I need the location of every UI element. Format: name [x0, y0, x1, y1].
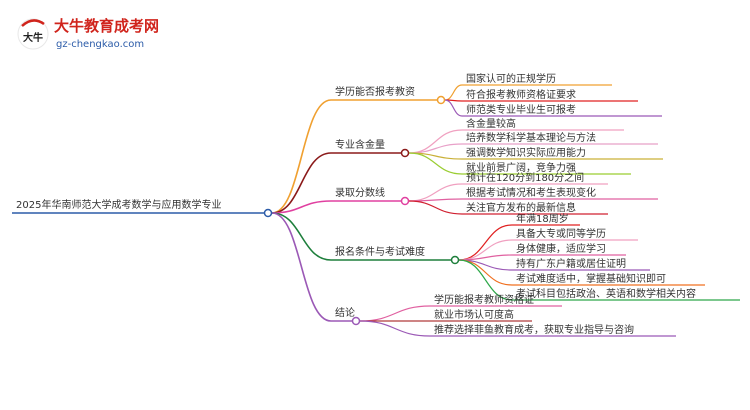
leaf-label: 师范类专业毕业生可报考 [466, 103, 576, 116]
brand-logo: 大牛 大牛教育成考网 gz-chengkao.com [17, 17, 159, 50]
edge-root-branch-2 [271, 152, 332, 214]
leaf-label: 预计在120分到180分之间 [466, 171, 584, 184]
brand-url: gz-chengkao.com [56, 39, 144, 50]
edge-branch-2-leaf-1 [408, 129, 463, 154]
leaf-label: 含金量较高 [466, 117, 516, 130]
edge-branch-4-leaf-6 [458, 259, 513, 301]
edge-branch-5-leaf-3 [359, 320, 431, 337]
leaf-label: 考试科目包括政治、英语和数学相关内容 [516, 287, 696, 300]
branch-label-5: 结论 [335, 306, 355, 319]
edge-branch-2-leaf-4 [408, 152, 463, 175]
edge-branch-1-leaf-3 [444, 99, 463, 117]
mindmap-nodes: 2025年华南师范大学成考数学与应用数学专业 学历能否报考教资 国家认可的正规学历符… [16, 72, 696, 336]
edge-branch-3-leaf-1 [408, 183, 463, 202]
branch-label-4: 报名条件与考试难度 [335, 245, 425, 258]
leaf-label: 国家认可的正规学历 [466, 72, 556, 85]
branch-label-3: 录取分数线 [335, 186, 385, 199]
edge-branch-1-leaf-1 [444, 84, 463, 101]
leaf-label: 身体健康，适应学习 [516, 242, 606, 255]
branch-toggle-3[interactable] [400, 196, 410, 206]
root-node-toggle[interactable] [263, 208, 273, 218]
edge-root-branch-5 [271, 212, 332, 322]
leaf-label: 持有广东户籍或居住证明 [516, 257, 626, 270]
branch-toggle-1[interactable] [436, 95, 446, 105]
edge-branch-5-leaf-1 [359, 305, 431, 322]
leaf-label: 根据考试情况和考生表现变化 [466, 186, 596, 199]
leaf-label: 就业市场认可度高 [434, 308, 514, 321]
root-node-label: 2025年华南师范大学成考数学与应用数学专业 [16, 198, 221, 211]
edge-branch-4-leaf-3 [458, 254, 513, 261]
leaf-label: 强调数学知识实际应用能力 [466, 146, 586, 159]
branch-toggle-4[interactable] [450, 255, 460, 265]
logo-mark-icon: 大牛 [17, 18, 49, 50]
edge-branch-4-leaf-5 [458, 259, 513, 286]
leaf-label: 关注官方发布的最新信息 [466, 201, 576, 214]
edge-root-branch-4 [271, 212, 332, 261]
branch-label-2: 专业含金量 [335, 138, 385, 151]
branch-toggle-5[interactable] [351, 316, 361, 326]
leaf-label: 符合报考教师资格证要求 [466, 88, 576, 101]
branch-label-1: 学历能否报考教资 [335, 85, 415, 98]
leaf-label: 考试难度适中，掌握基础知识即可 [516, 272, 666, 285]
mindmap-edges [12, 84, 740, 337]
leaf-label: 推荐选择菲鱼教育成考，获取专业指导与咨询 [434, 323, 634, 336]
leaf-label: 具备大专或同等学历 [516, 227, 606, 240]
edge-root-branch-1 [271, 99, 332, 214]
edge-branch-3-leaf-3 [408, 200, 463, 215]
leaf-label: 学历能报考教师资格证 [434, 293, 534, 306]
leaf-label: 培养数学科学基本理论与方法 [466, 131, 596, 144]
leaf-label: 就业前景广阔，竞争力强 [466, 161, 576, 174]
leaf-label: 年满18周岁 [516, 212, 569, 225]
logo-glyph: 大牛 [23, 31, 43, 44]
branch-toggle-2[interactable] [400, 148, 410, 158]
brand-title: 大牛教育成考网 [54, 17, 159, 35]
edge-root-branch-3 [271, 200, 332, 214]
